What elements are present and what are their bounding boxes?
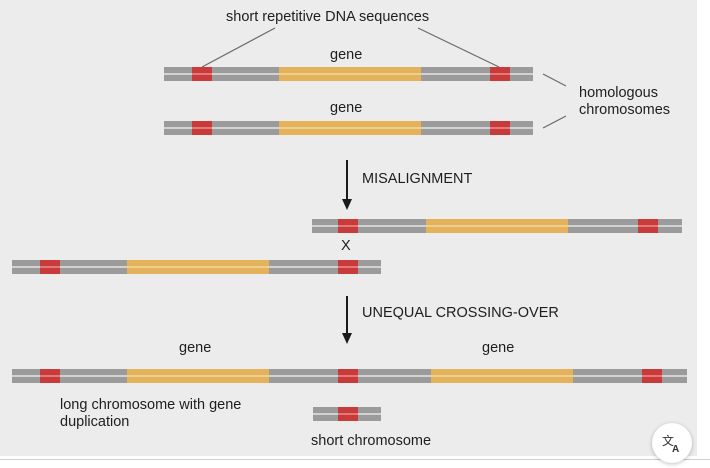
gene-label-top: gene xyxy=(330,47,363,63)
unequal-crossing-over-arrow xyxy=(342,296,352,344)
homologous-label: homologous chromosomes xyxy=(579,85,671,118)
chromosome-shifted-right-gene-stripe-1 xyxy=(426,225,568,227)
chromosome-shifted-right-repeat-stripe-1 xyxy=(338,225,358,227)
gene-label-right: gene xyxy=(482,340,515,356)
repeat-leader-left xyxy=(201,27,276,68)
unequal-crossing-over-arrow-head xyxy=(342,333,352,344)
chromosome-top-gene-stripe-1 xyxy=(279,73,421,75)
homologous-leader-bottom xyxy=(542,115,567,129)
chromosome-second-gene-stripe-1 xyxy=(279,127,421,129)
misalignment-arrow xyxy=(342,160,352,210)
gene-label-left: gene xyxy=(179,340,212,356)
chromosome-shifted-right-repeat-stripe-2 xyxy=(638,225,658,227)
misalignment-arrow-head xyxy=(342,199,352,210)
unequal-crossing-over-label: UNEQUAL CROSSING-OVER xyxy=(362,305,559,321)
chromosome-long-repeat-stripe-3 xyxy=(642,375,662,377)
chromosome-short xyxy=(313,407,381,421)
svg-text:文: 文 xyxy=(662,433,674,448)
chromosome-shifted-left xyxy=(12,260,381,274)
long-chromosome-label: long chromosome with gene duplication xyxy=(60,397,242,430)
chromosome-long-gene-stripe-2 xyxy=(431,375,573,377)
chromosome-long-gene-stripe-1 xyxy=(127,375,269,377)
chromosome-short-repeat-stripe-1 xyxy=(338,413,358,415)
crossover-x-label: X xyxy=(341,238,351,254)
chromosome-shifted-right xyxy=(312,219,682,233)
gene-label-second: gene xyxy=(330,100,363,116)
translate-button[interactable]: 文 A xyxy=(652,423,692,463)
chromosome-second xyxy=(164,121,533,135)
homologous-leader-top xyxy=(542,73,567,87)
short-chromosome-label: short chromosome xyxy=(311,433,432,449)
chromosome-long-repeat-stripe-1 xyxy=(40,375,60,377)
chromosome-long xyxy=(12,369,687,383)
chromosome-second-repeat-stripe-2 xyxy=(490,127,510,129)
chromosome-shifted-left-gene-stripe-1 xyxy=(127,266,269,268)
chromosome-top-repeat-stripe-1 xyxy=(192,73,212,75)
chromosome-shifted-left-repeat-stripe-1 xyxy=(40,266,60,268)
chromosome-top xyxy=(164,67,533,81)
repeat-leader-right xyxy=(417,27,500,68)
chromosome-top-repeat-stripe-2 xyxy=(490,73,510,75)
chromosome-second-repeat-stripe-1 xyxy=(192,127,212,129)
chromosome-shifted-left-repeat-stripe-2 xyxy=(338,266,358,268)
chromosome-long-repeat-stripe-2 xyxy=(338,375,358,377)
translate-icon: 文 A xyxy=(662,433,679,454)
divider xyxy=(0,459,710,460)
misalignment-label: MISALIGNMENT xyxy=(362,171,473,187)
repeats-label: short repetitive DNA sequences xyxy=(226,9,430,25)
svg-text:A: A xyxy=(672,444,679,454)
